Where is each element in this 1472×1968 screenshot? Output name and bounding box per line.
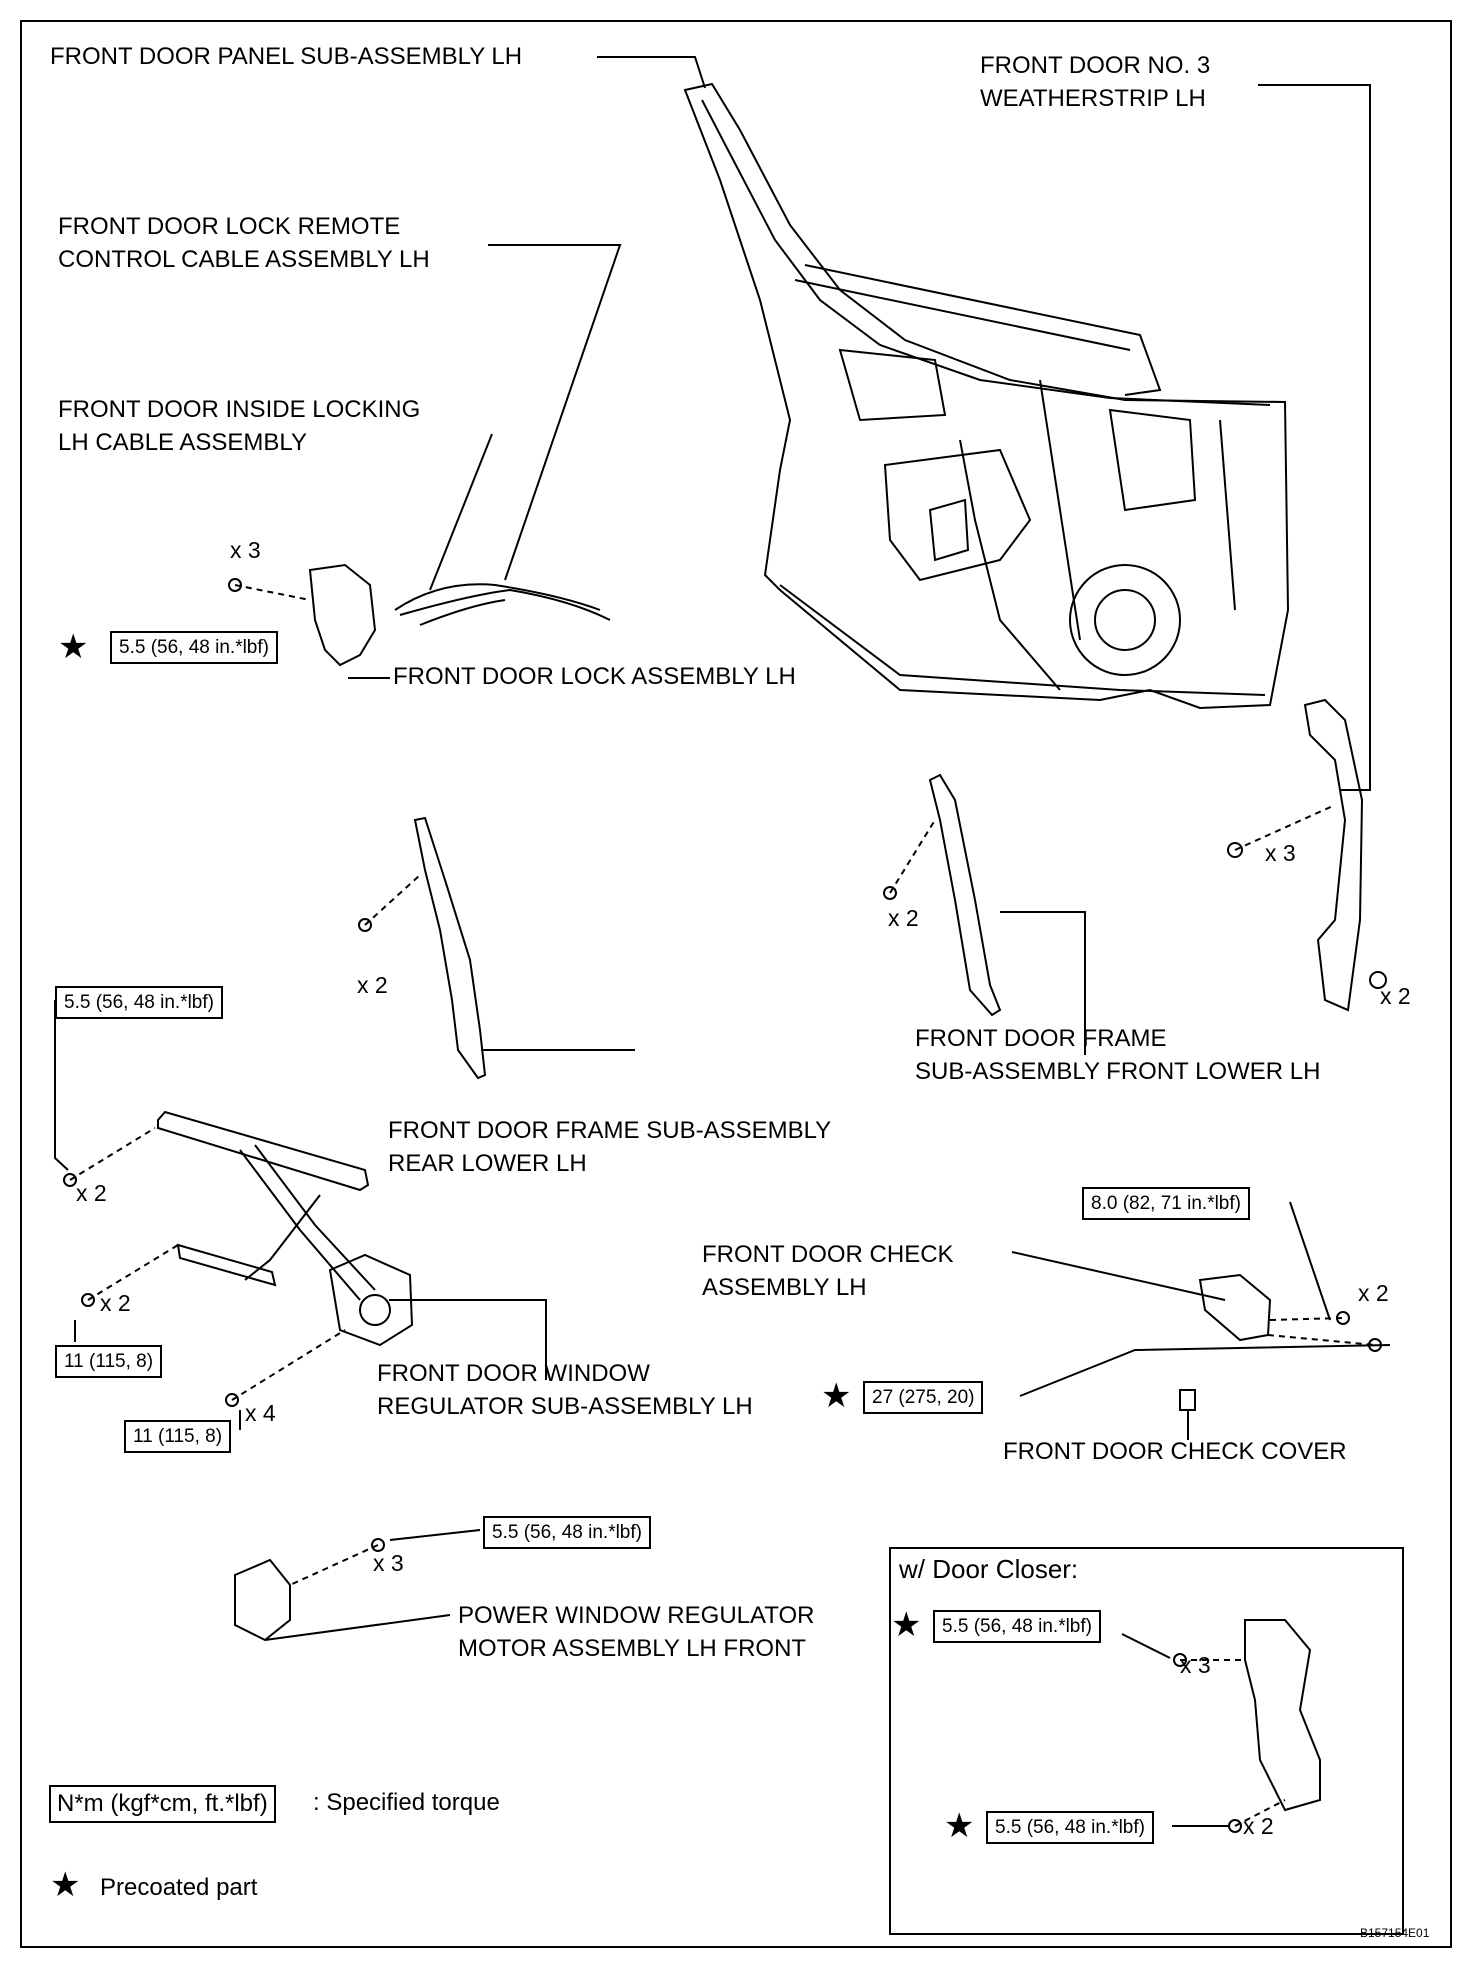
label-check-assembly: FRONT DOOR CHECK ASSEMBLY LH (702, 1241, 954, 1301)
check-assembly-drawing (1198, 1273, 1272, 1342)
label-weatherstrip: FRONT DOOR NO. 3 WEATHERSTRIP LH (980, 52, 1211, 112)
label-check-cover: FRONT DOOR CHECK COVER (1003, 1438, 1347, 1465)
check-cover-drawing (1179, 1389, 1196, 1411)
label-door-panel: FRONT DOOR PANEL SUB-ASSEMBLY LH (50, 43, 523, 70)
qty-weatherstrip-clip: x 3 (1265, 840, 1296, 866)
dashed-assembly-lines (69, 584, 1376, 1827)
precoated-star-icon: ★ (821, 1377, 852, 1415)
qty-regulator-mid: x 2 (100, 1290, 131, 1316)
frame-rear-lower-drawing (413, 816, 487, 1080)
label-frame-front-lower: FRONT DOOR FRAME SUB-ASSEMBLY FRONT LOWE… (915, 1025, 1321, 1085)
precoated-star-icon: ★ (891, 1606, 922, 1644)
qty-regulator-bottom: x 4 (245, 1400, 276, 1426)
torque-regulator-top: 5.5 (56, 48 in.*lbf) (55, 986, 223, 1019)
cable-drawing (394, 583, 611, 626)
label-window-regulator: FRONT DOOR WINDOW REGULATOR SUB-ASSEMBLY… (377, 1360, 753, 1420)
torque-check-upper: 8.0 (82, 71 in.*lbf) (1082, 1187, 1250, 1220)
torque-closer-upper: 5.5 (56, 48 in.*lbf) (933, 1610, 1101, 1643)
door-panel-drawing (683, 82, 1290, 710)
label-inside-locking-cable: FRONT DOOR INSIDE LOCKING LH CABLE ASSEM… (58, 396, 421, 456)
torque-lock-bolt: 5.5 (56, 48 in.*lbf) (110, 631, 278, 664)
torque-regulator-mid: 11 (115, 8) (55, 1345, 163, 1378)
legend-torque-desc: : Specified torque (313, 1789, 500, 1816)
label-frame-rear-lower: FRONT DOOR FRAME SUB-ASSEMBLY REAR LOWER… (388, 1117, 832, 1177)
qty-weatherstrip-clip-2: x 2 (1380, 983, 1411, 1009)
qty-closer-lower: x 2 (1243, 1813, 1274, 1839)
torque-closer-lower: 5.5 (56, 48 in.*lbf) (986, 1811, 1154, 1844)
torque-regulator-bottom: 11 (115, 8) (124, 1420, 232, 1453)
qty-closer-upper: x 3 (1180, 1652, 1211, 1678)
legend-precoated: Precoated part (100, 1874, 258, 1901)
qty-motor-bolt: x 3 (373, 1550, 404, 1576)
label-lock-assembly: FRONT DOOR LOCK ASSEMBLY LH (393, 663, 796, 690)
leader-lines (54, 56, 1391, 1827)
qty-check-bolt: x 2 (1358, 1280, 1389, 1306)
precoated-star-icon: ★ (944, 1807, 975, 1845)
qty-regulator-top: x 2 (76, 1180, 107, 1206)
torque-check-lower: 27 (275, 20) (863, 1381, 984, 1414)
label-remote-cable: FRONT DOOR LOCK REMOTE CONTROL CABLE ASS… (58, 213, 430, 273)
window-regulator-drawing (157, 1110, 414, 1347)
torque-motor: 5.5 (56, 48 in.*lbf) (483, 1516, 651, 1549)
weatherstrip-drawing (1303, 698, 1364, 1012)
legend-torque-key: N*m (kgf*cm, ft.*lbf) (49, 1785, 276, 1823)
door-closer-drawing (1244, 1619, 1321, 1812)
motor-drawing (234, 1558, 291, 1642)
qty-front-lower-bolt: x 2 (888, 905, 919, 931)
frame-front-lower-drawing (928, 773, 1002, 1017)
qty-lock-bolt: x 3 (230, 537, 261, 563)
label-motor: POWER WINDOW REGULATOR MOTOR ASSEMBLY LH… (458, 1602, 815, 1662)
legend-star-icon: ★ (50, 1866, 81, 1904)
door-closer-title: w/ Door Closer: (899, 1554, 1079, 1584)
precoated-star-icon: ★ (58, 628, 89, 666)
diagram-frame (20, 20, 1452, 1948)
door-closer-inset: w/ Door Closer: ★ 5.5 (56, 48 in.*lbf) x… (889, 1547, 1404, 1935)
qty-rear-lower-bolt: x 2 (357, 972, 388, 998)
figure-code: B157154E01 (1360, 1926, 1430, 1940)
lock-assembly-drawing (308, 563, 377, 667)
